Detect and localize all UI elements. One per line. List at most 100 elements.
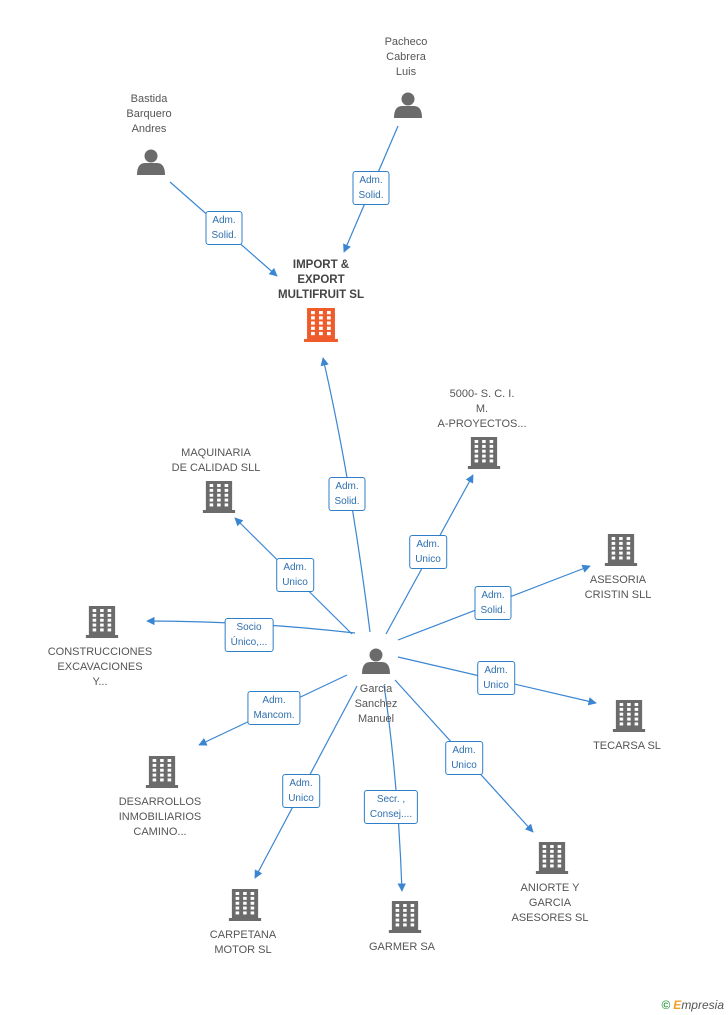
building-icon-aniorte[interactable] <box>535 842 569 874</box>
building-icon-focus[interactable] <box>304 308 338 342</box>
person-icon-garcia[interactable] <box>362 648 390 675</box>
node-label-line: CRISTIN SLL <box>584 589 652 601</box>
edge-label-line: Mancom. <box>253 710 295 721</box>
edge-label-garcia-to-carpetana[interactable]: Adm. Unico <box>282 774 320 808</box>
node-label-line: TECARSA SL <box>593 740 661 752</box>
node-label-line: Andres <box>131 123 167 135</box>
copyright-icon: © <box>661 998 671 1012</box>
node-label-garmer[interactable]: GARMER SA <box>369 940 435 955</box>
brand-name: mpresia <box>681 998 724 1012</box>
edge-label-line: Solid. <box>211 230 237 241</box>
node-label-line: MAQUINARIA <box>181 447 251 459</box>
building-icon-s5000[interactable] <box>467 437 501 469</box>
node-label-line: Garcia <box>359 683 393 695</box>
node-label-line: ANIORTE Y <box>520 882 580 894</box>
edge-label-line: Unico <box>483 680 509 691</box>
node-label-carpetana[interactable]: CARPETANA MOTOR SL <box>210 928 276 958</box>
node-label-maquinaria[interactable]: MAQUINARIA DE CALIDAD SLL <box>172 446 261 476</box>
edge-label-line: Adm. <box>452 745 476 756</box>
node-label-line: Cabrera <box>386 51 426 63</box>
node-label-s5000[interactable]: 5000- S. C. I. M. A-PROYECTOS... <box>437 387 526 432</box>
edge-label-line: Unico <box>451 760 477 771</box>
node-label-line: MOTOR SL <box>214 944 272 956</box>
edge-label-garcia-to-asesoria[interactable]: Adm. Solid. <box>474 586 512 620</box>
edge-label-garcia-to-tecarsa[interactable]: Adm. Unico <box>477 661 515 695</box>
node-label-line: MULTIFRUIT SL <box>277 289 365 301</box>
node-label-line: Sanchez <box>354 698 398 710</box>
edge-label-line: Solid. <box>480 605 506 616</box>
edge-label-garcia-to-aniorte[interactable]: Adm. Unico <box>445 741 483 775</box>
brand-initial: E <box>673 998 682 1012</box>
node-label-tecarsa[interactable]: TECARSA SL <box>593 739 661 754</box>
person-icon-pacheco[interactable] <box>394 92 422 119</box>
edge-label-pacheco-to-focus[interactable]: Adm. Solid. <box>352 171 390 205</box>
edge-label-garcia-to-focus[interactable]: Adm. Solid. <box>328 477 366 511</box>
node-label-line: CARPETANA <box>209 929 277 941</box>
edge-label-line: Solid. <box>334 496 360 507</box>
node-label-line: ASESORIA <box>589 574 647 586</box>
edge-label-garcia-to-maquinaria[interactable]: Adm. Unico <box>276 558 314 592</box>
edge-label-line: Solid. <box>358 190 384 201</box>
edge-label-line: Adm. <box>289 778 313 789</box>
node-label-focus[interactable]: IMPORT & EXPORT MULTIFRUIT SL <box>278 258 364 303</box>
edge-label-line: Unico <box>282 577 308 588</box>
edge-label-line: Consej.... <box>369 809 413 820</box>
building-icon-desarrollos[interactable] <box>145 756 179 788</box>
node-label-line: GARCIA <box>528 897 572 909</box>
edge-label-garcia-to-s5000[interactable]: Adm. Unico <box>409 535 447 569</box>
edge-label-line: Adm. <box>335 481 359 492</box>
node-label-aniorte[interactable]: ANIORTE Y GARCIA ASESORES SL <box>511 881 588 926</box>
building-icon-garmer[interactable] <box>388 901 422 933</box>
node-label-line: DESARROLLOS <box>118 796 202 808</box>
person-icon-bastida[interactable] <box>137 149 165 176</box>
node-label-line: DE CALIDAD SLL <box>171 462 261 474</box>
building-icon-tecarsa[interactable] <box>612 700 646 732</box>
node-label-line: Pacheco <box>384 36 428 48</box>
node-label-asesoria[interactable]: ASESORIA CRISTIN SLL <box>585 573 652 603</box>
edge-label-line: Único,... <box>230 637 268 648</box>
node-label-line: EXCAVACIONES <box>57 661 143 673</box>
node-label-line: Manuel <box>357 713 395 725</box>
node-label-line: EXPORT <box>297 274 345 286</box>
edge-garcia-to-garmer <box>383 684 406 892</box>
node-label-line: GARMER SA <box>368 941 436 953</box>
edge-label-garcia-to-desarrollos[interactable]: Adm. Mancom. <box>247 691 301 725</box>
edge-label-line: Adm. <box>212 215 236 226</box>
building-icon-construcciones[interactable] <box>85 606 119 638</box>
node-label-line: Y... <box>92 676 108 688</box>
node-label-desarrollos[interactable]: DESARROLLOS INMOBILIARIOS CAMINO... <box>119 795 202 840</box>
edge-label-line: Unico <box>415 554 441 565</box>
node-label-line: CONSTRUCCIONES <box>47 646 153 658</box>
node-label-line: M. <box>475 403 489 415</box>
edge-label-garcia-to-garmer[interactable]: Secr. , Consej.... <box>363 790 419 824</box>
node-label-line: Barquero <box>126 108 172 120</box>
building-icon-carpetana[interactable] <box>228 889 262 921</box>
edge-label-line: Adm. <box>416 539 440 550</box>
node-label-line: Luis <box>395 66 417 78</box>
edge-label-bastida-to-focus[interactable]: Adm. Solid. <box>205 211 243 245</box>
edge-label-line: Unico <box>288 793 314 804</box>
edge-label-line: Adm. <box>283 562 307 573</box>
node-label-line: Bastida <box>130 93 168 105</box>
edge-label-line: Adm. <box>481 590 505 601</box>
edge-label-line: Adm. <box>359 175 383 186</box>
edge-label-line: Adm. <box>262 695 286 706</box>
node-label-line: CAMINO... <box>133 826 187 838</box>
node-label-line: A-PROYECTOS... <box>437 418 527 430</box>
node-label-line: IMPORT & <box>292 259 350 271</box>
building-icon-asesoria[interactable] <box>604 534 638 566</box>
edge-label-line: Secr. , <box>376 794 406 805</box>
node-label-line: INMOBILIARIOS <box>118 811 202 823</box>
building-icon-maquinaria[interactable] <box>202 481 236 513</box>
node-label-construcciones[interactable]: CONSTRUCCIONES EXCAVACIONES Y... <box>48 645 153 690</box>
node-label-line: 5000- S. C. I. <box>449 388 515 400</box>
brand-watermark: ©Empresia <box>661 998 724 1012</box>
edge-label-line: Adm. <box>484 665 508 676</box>
edge-label-line: Socio <box>236 622 262 633</box>
node-label-line: ASESORES SL <box>511 912 589 924</box>
